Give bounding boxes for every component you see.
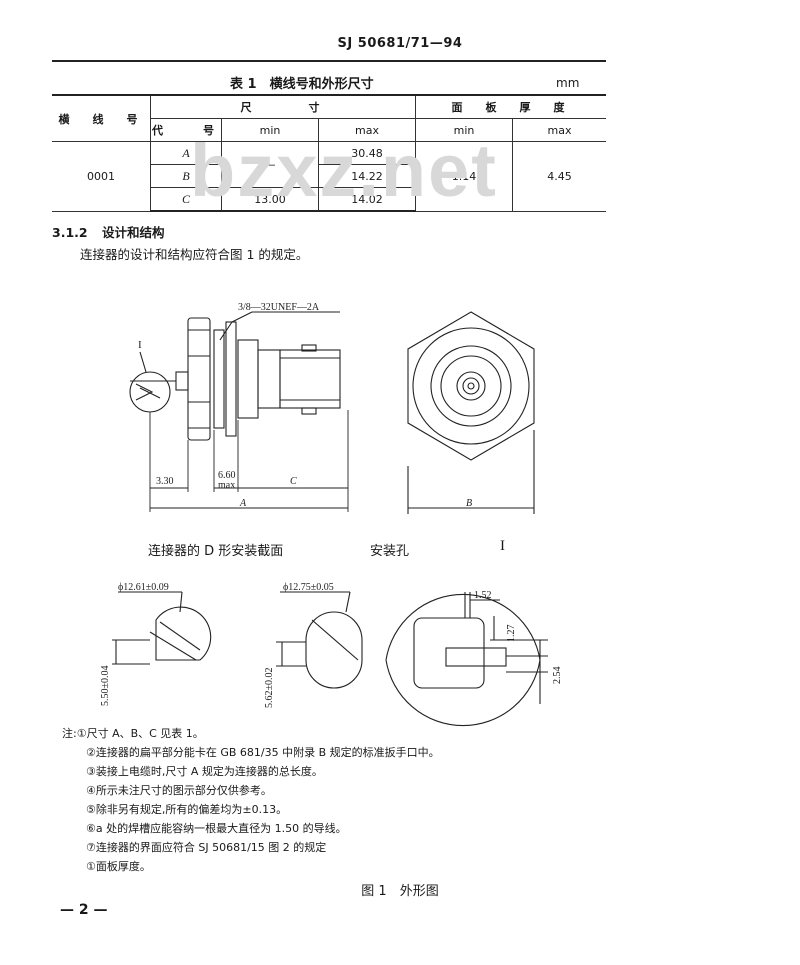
detail-2-54: 2.54 — [552, 667, 563, 685]
cell-max-c: 14.02 — [318, 187, 416, 212]
cell-code-a: A — [150, 141, 222, 165]
table-caption: 表 1 横线号和外形尺寸 — [230, 77, 374, 92]
connector-side-view — [130, 317, 341, 441]
detail-i-marker — [129, 351, 171, 413]
table-unit: mm — [556, 76, 580, 90]
header-dimension: 尺 寸 — [150, 94, 416, 119]
note-2: ②连接器的扁平部分能卡在 GB 681/35 中附录 B 规定的标准扳手口中。 — [86, 746, 440, 759]
cell-panel-min: 1.14 — [415, 141, 513, 212]
note-8: ①面板厚度。 — [86, 860, 151, 873]
cell-min-a: — — [221, 141, 319, 188]
hole1-diameter: ϕ12.61±0.09 — [118, 582, 169, 593]
detail-1-27: 1.27 — [506, 625, 517, 643]
cell-line-no: 0001 — [52, 141, 151, 212]
dim-max: max — [218, 480, 235, 491]
cell-max-a: 30.48 — [318, 141, 416, 165]
hole1-flat: 5.50±0.04 — [100, 666, 111, 707]
cell-code-b: B — [150, 164, 222, 188]
mounting-hole-1 — [112, 591, 212, 665]
mounting-hole-2 — [276, 591, 363, 689]
caption-d-section: 连接器的 D 形安装截面 — [148, 544, 284, 559]
note-3: ③装接上电缆时,尺寸 A 规定为连接器的总长度。 — [86, 765, 323, 778]
cell-panel-max: 4.45 — [512, 141, 606, 212]
thread-leader — [219, 311, 340, 341]
detail-label: I — [138, 339, 142, 351]
header-rule — [52, 60, 606, 62]
page-number: — 2 — — [60, 902, 108, 918]
caption-detail: I — [500, 538, 505, 554]
section-heading: 3.1.2 设计和结构 — [52, 222, 164, 241]
header-line-no: 横 线 号 — [52, 94, 151, 142]
detail-i-enlarged — [385, 592, 548, 727]
note-4: ④所示未注尺寸的图示部分仅供参考。 — [86, 784, 272, 797]
dim-c: C — [290, 476, 297, 487]
section-number: 3.1.2 — [52, 225, 88, 240]
standard-number: SJ 50681/71—94 — [337, 36, 463, 51]
header-dim-max: max — [318, 118, 416, 142]
note-7: ⑦连接器的界面应符合 SJ 50681/15 图 2 的规定 — [86, 841, 327, 854]
dim-b: B — [466, 498, 472, 509]
detail-1-52: 1.52 — [474, 590, 492, 601]
figure-caption: 图 1 外形图 — [361, 884, 439, 899]
dim-6-60: 6.60 — [218, 470, 236, 481]
cell-code-c: C — [150, 187, 222, 212]
note-6: ⑥a 处的焊槽应能容纳一根最大直径为 1.50 的导线。 — [86, 822, 347, 835]
cell-min-c: 13.00 — [221, 187, 319, 212]
connector-front-view — [407, 311, 535, 514]
hole2-flat: 5.62±0.02 — [264, 668, 275, 709]
header-panel-min: min — [415, 118, 513, 142]
watermark: bzxz.net — [190, 129, 498, 212]
caption-mounting-hole: 安装孔 — [370, 544, 410, 559]
hole2-diameter: ϕ12.75±0.05 — [283, 582, 334, 593]
header-panel-max: max — [512, 118, 606, 142]
cell-max-b: 14.22 — [318, 164, 416, 188]
note-5: ⑤除非另有规定,所有的偏差均为±0.13。 — [86, 803, 288, 816]
dimension-table: 横 线 号 尺 寸 面 板 厚 度 代 号 min max min max 00… — [52, 94, 606, 212]
thread-label: 3/8—32UNEF—2A — [238, 302, 320, 313]
section-title: 设计和结构 — [101, 225, 165, 240]
side-dimensions — [149, 410, 349, 512]
dim-a: A — [239, 498, 247, 509]
header-code: 代 号 — [150, 118, 222, 142]
dim-3-30: 3.30 — [156, 476, 174, 487]
section-paragraph: 连接器的设计和结构应符合图 1 的规定。 — [80, 247, 309, 262]
notes: 注:①尺寸 A、B、C 见表 1。 ②连接器的扁平部分能卡在 GB 681/35… — [62, 724, 440, 876]
note-1: 注:①尺寸 A、B、C 见表 1。 — [62, 727, 204, 740]
